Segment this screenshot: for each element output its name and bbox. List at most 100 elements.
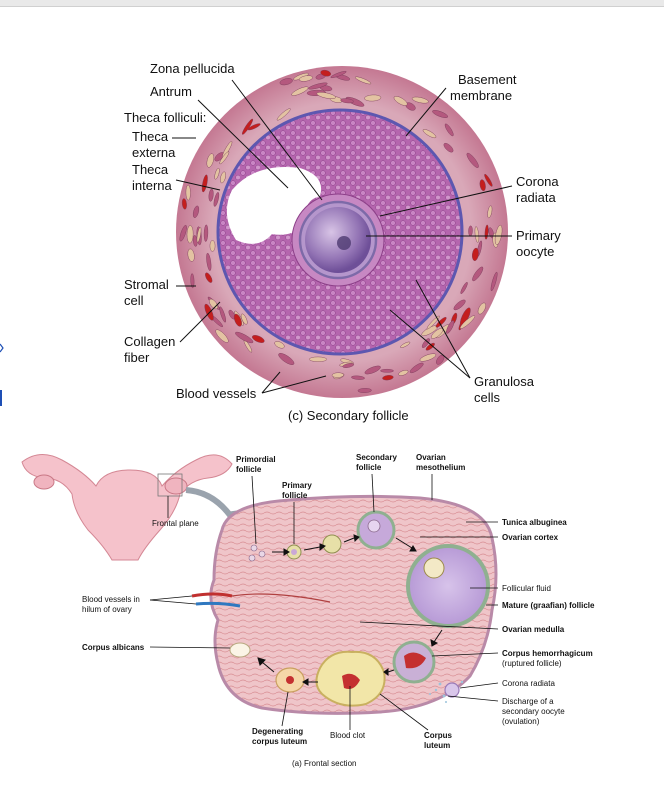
theca-cell	[411, 96, 429, 104]
theca-cell	[342, 363, 355, 368]
mature-follicle-oocyte	[423, 557, 445, 579]
cycle-arrows	[257, 534, 443, 686]
label-zona-pellucida: Zona pellucida	[150, 61, 235, 76]
blood-vessel	[233, 313, 242, 327]
theca-cell	[213, 192, 220, 207]
theca-cell	[340, 98, 354, 104]
leader-discharge	[447, 695, 499, 702]
label-hilum-1: Blood vessels in	[82, 595, 140, 604]
theca-cell	[494, 224, 503, 245]
theca-cell	[219, 306, 226, 323]
theca-cell	[357, 388, 372, 393]
theca-cell	[208, 188, 214, 202]
theca-cell	[466, 152, 479, 168]
blood-clot	[342, 673, 360, 689]
label-basement-1: Basement	[458, 72, 517, 87]
label-theca-folliculi: Theca folliculi:	[124, 110, 206, 125]
theca-cell	[364, 94, 382, 102]
label-blood-clot: Blood clot	[330, 731, 366, 740]
growing-follicle	[322, 534, 342, 554]
caption-frontal-section: (a) Frontal section	[292, 759, 356, 768]
blood-vessel	[472, 247, 479, 261]
blood-vessel	[252, 335, 265, 343]
leader-medulla	[359, 621, 499, 630]
hilum-vein	[195, 601, 241, 608]
top-border	[0, 0, 664, 7]
label-collagen-1: Collagen	[124, 334, 175, 349]
label-theca-externa-2: externa	[132, 145, 176, 160]
primary-follicle-oocyte	[291, 549, 297, 555]
theca-cell	[291, 86, 309, 96]
label-secondary-follicle-1: Secondary	[356, 453, 397, 462]
label-stromal-2: cell	[124, 293, 144, 308]
blood-vessel	[320, 69, 332, 77]
blood-vessel	[201, 174, 208, 193]
theca-cell	[459, 315, 476, 329]
theca-cell	[474, 226, 480, 243]
label-luteum-2: luteum	[424, 741, 450, 750]
theca-cell	[398, 369, 409, 376]
label-medulla: Ovarian medulla	[502, 625, 565, 634]
theca-cell	[443, 142, 454, 153]
label-degenerating-2: corpus luteum	[252, 737, 307, 746]
label-discharge-3: (ovulation)	[502, 717, 540, 726]
theca-cell	[192, 205, 200, 218]
theca-cell	[186, 225, 194, 244]
theca-cell	[351, 375, 365, 380]
label-theca-interna-1: Theca	[132, 162, 169, 177]
leader-hilum-b	[149, 599, 197, 605]
leader-zona	[231, 79, 323, 201]
hilum-branch	[231, 593, 331, 603]
label-mesothelium-2: mesothelium	[416, 463, 465, 472]
caption-secondary-follicle: (c) Secondary follicle	[288, 408, 409, 423]
blood-vessel	[205, 272, 213, 283]
label-albicans: Corpus albicans	[82, 643, 145, 652]
leader-vessel-a	[261, 371, 281, 394]
theca-cell	[453, 299, 466, 311]
theca-cell	[209, 240, 216, 252]
theca-cell	[276, 108, 291, 121]
label-hemorrhagicum-1: Corpus hemorrhagicum	[502, 649, 593, 658]
theca-cell	[380, 368, 394, 373]
label-primordial-2: follicle	[236, 465, 262, 474]
theca-cell	[215, 329, 229, 343]
right-ovary	[164, 477, 188, 495]
bottom-labels: Primordial follicle Primary follicle Sec…	[82, 453, 595, 768]
leader-secondary-follicle	[371, 473, 375, 513]
leader-hilum-a	[149, 595, 193, 601]
blood-vessel	[435, 317, 447, 328]
label-hilum-2: hilum of ovary	[82, 605, 132, 614]
label-primordial-1: Primordial	[236, 455, 276, 464]
theca-cell	[278, 353, 295, 365]
secondary-follicle-illustration	[176, 66, 508, 398]
leader-corona-radiata	[459, 682, 499, 689]
theca-cell	[426, 315, 440, 330]
leader-basement	[405, 87, 447, 137]
theca-cell	[298, 75, 313, 82]
mature-follicle	[406, 544, 490, 628]
frontal-plane-box	[157, 473, 183, 497]
theca-cell	[331, 372, 344, 378]
blood-vessel	[425, 342, 435, 351]
degenerating-corpus-luteum-core	[286, 676, 294, 684]
label-primary-follicle-2: follicle	[282, 491, 308, 500]
theca-cell	[421, 338, 430, 348]
leader-primordial	[251, 475, 257, 545]
label-theca-interna-2: interna	[132, 178, 173, 193]
corpus-albicans	[229, 642, 251, 658]
theca-cell	[279, 78, 293, 86]
ovary-section-illustration	[191, 494, 498, 715]
label-cortex: Ovarian cortex	[502, 533, 559, 542]
ovulated-oocyte	[444, 682, 460, 698]
label-theca-externa-1: Theca	[132, 129, 169, 144]
ovulation-spray	[429, 680, 464, 703]
label-corona-2: radiata	[516, 190, 557, 205]
theca-cell	[308, 82, 328, 90]
label-degenerating-1: Degenerating	[252, 727, 303, 736]
theca-cell	[316, 92, 336, 99]
label-hemorrhagicum-2: (ruptured follicle)	[502, 659, 562, 668]
theca-cell	[190, 273, 195, 289]
label-collagen-2: fiber	[124, 350, 150, 365]
theca-cell	[444, 123, 454, 137]
